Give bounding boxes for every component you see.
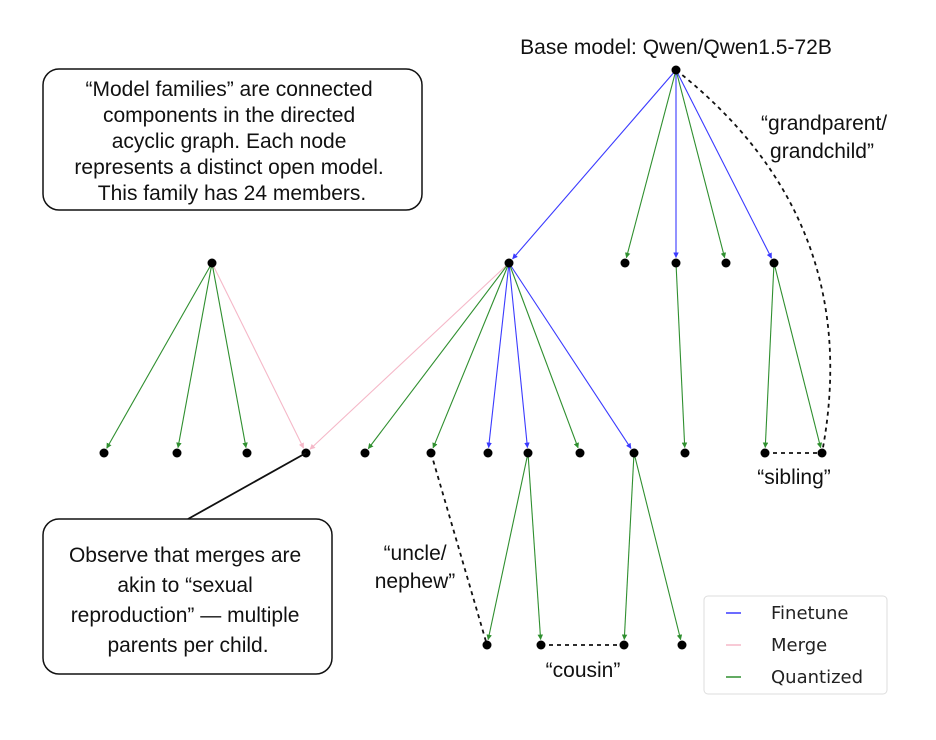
model-node (482, 640, 492, 650)
model-node (536, 640, 546, 650)
model-node (721, 258, 731, 268)
relation-grandparent-line (675, 69, 832, 454)
model-node (426, 448, 436, 458)
edge-quantized (176, 262, 213, 449)
model-node (671, 258, 681, 268)
model-node (242, 448, 252, 458)
relation-lines (430, 69, 832, 646)
edge-quantized (621, 452, 635, 641)
legend-item-quantized: Quantized (726, 667, 863, 688)
merge-callout-line (187, 452, 307, 520)
edge-quantized (486, 452, 529, 641)
edge-quantized (508, 262, 579, 449)
model-node (575, 448, 585, 458)
model-node (523, 448, 533, 458)
model-node (207, 258, 217, 268)
svg-text:“Model families” are connected: “Model families” are connected component… (74, 78, 389, 205)
sibling-label: “sibling” (757, 466, 831, 489)
info-line: components in the directed (103, 104, 355, 127)
edge-quantized (211, 262, 248, 449)
edge-finetune (508, 262, 632, 449)
svg-text:Observe that merges are: Observe that merges are akin to “sexual … (69, 544, 307, 657)
info-box: “Model families” are connected component… (42, 68, 423, 211)
edge-quantized (633, 452, 683, 641)
legend-item-merge: Merge (726, 635, 827, 656)
relation-uncle-line (430, 452, 488, 646)
legend-label: Quantized (771, 667, 863, 688)
model-node (172, 448, 182, 458)
info-line: acyclic graph. Each node (112, 130, 347, 153)
model-node (360, 448, 370, 458)
base-model-node (671, 65, 681, 75)
edge-quantized (762, 262, 775, 449)
edge-quantized (773, 262, 823, 449)
edge-quantized (675, 69, 727, 259)
edge-finetune (512, 69, 677, 260)
edge-finetune (675, 69, 773, 259)
edge-quantized (675, 262, 688, 449)
edge-quantized (106, 262, 213, 449)
edge-quantized (432, 262, 510, 449)
edge-quantized (367, 262, 510, 450)
edge-quantized (625, 69, 677, 259)
edge-finetune (486, 262, 510, 449)
info-line: This family has 24 members. (98, 182, 366, 205)
info-line: “Model families” are connected (86, 78, 373, 101)
model-node (680, 448, 690, 458)
legend-item-finetune: Finetune (726, 603, 848, 624)
merge-line: akin to “sexual (117, 574, 252, 597)
edge-merge (309, 262, 510, 450)
cousin-label: “cousin” (546, 659, 621, 682)
merge-line: parents per child. (107, 634, 268, 657)
model-node (629, 448, 639, 458)
model-node (504, 258, 514, 268)
merge-line: Observe that merges are (69, 544, 301, 567)
model-node (620, 258, 630, 268)
merge-box: Observe that merges are akin to “sexual … (42, 518, 333, 675)
model-node (769, 258, 779, 268)
edges (106, 69, 823, 641)
model-node (483, 448, 493, 458)
base-model-title: Base model: Qwen/Qwen1.5-72B (520, 36, 832, 59)
info-line: represents a distinct open model. (74, 156, 383, 179)
legend-frame (703, 595, 888, 695)
legend-label: Finetune (771, 603, 848, 624)
model-node (677, 640, 687, 650)
uncle-nephew-label: “uncle/ nephew” (375, 542, 456, 593)
edge-merge (211, 262, 305, 449)
model-node (817, 448, 827, 458)
grandparent-label: “grandparent/ grandchild” (761, 112, 893, 163)
edge-finetune (508, 262, 530, 449)
merge-line: reproduction” — multiple (71, 604, 300, 627)
legend-label: Merge (771, 635, 827, 656)
edge-quantized (527, 452, 544, 641)
model-node (99, 448, 109, 458)
nodes (99, 65, 827, 650)
model-node (619, 640, 629, 650)
model-node (760, 448, 770, 458)
legend: Finetune Merge Quantized (703, 595, 888, 695)
